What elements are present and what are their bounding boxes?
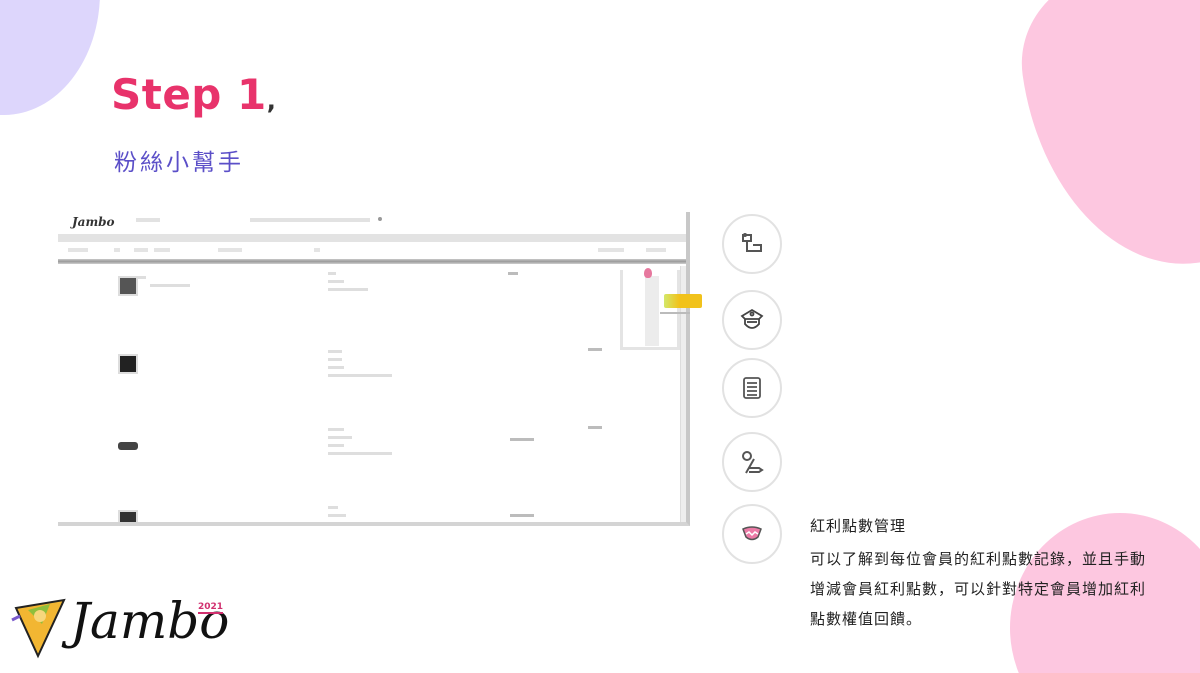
avatar <box>118 276 138 296</box>
feature-description: 紅利點數管理 可以了解到每位會員的紅利點數記錄，並且手動增減會員紅利點數，可以針… <box>810 515 1160 634</box>
table-row <box>58 502 686 522</box>
feature-body: 可以了解到每位會員的紅利點數記錄，並且手動增減會員紅利點數，可以針對特定會員增加… <box>810 550 1147 628</box>
app-scrollbar <box>680 266 686 522</box>
brand-mascot-icon <box>11 598 66 659</box>
embedded-app-screenshot: Jambo <box>58 212 690 526</box>
table-row <box>58 346 686 424</box>
app-logo: Jambo <box>72 215 115 229</box>
app-topbar: Jambo <box>58 212 686 232</box>
member-profile-icon <box>722 214 782 274</box>
feature-title: 紅利點數管理 <box>810 517 907 535</box>
brand-badge: 2021 <box>198 602 224 614</box>
step-label: Step 1 <box>111 70 267 119</box>
step-suffix: , <box>266 87 277 115</box>
decorative-blob-purple <box>0 0 100 115</box>
app-nav-placeholder <box>136 218 160 222</box>
step-subtitle: 粉絲小幫手 <box>114 150 244 176</box>
document-list-icon <box>722 358 782 418</box>
police-badge-icon <box>722 290 782 350</box>
edit-permission-icon <box>722 432 782 492</box>
avatar <box>118 432 138 452</box>
table-row <box>58 424 686 502</box>
brand-logo: Jambo 2021 <box>8 590 238 662</box>
bonus-points-icon <box>722 504 782 564</box>
highlight-pointer <box>664 294 702 308</box>
notification-pin-icon <box>644 268 652 278</box>
decorative-blob-pink-top <box>1010 0 1200 284</box>
step-title: Step 1, <box>111 70 276 119</box>
pointer-line <box>660 312 690 314</box>
app-settings-icon <box>378 217 382 221</box>
avatar <box>118 354 138 374</box>
avatar <box>118 510 138 522</box>
app-toolbar-band <box>58 234 686 242</box>
app-table-header <box>58 246 686 260</box>
row-action-panel <box>620 270 680 350</box>
app-search-placeholder <box>250 218 370 222</box>
table-row <box>58 268 686 346</box>
app-table-rule <box>58 259 686 264</box>
brand-wordmark: Jambo <box>70 592 230 650</box>
